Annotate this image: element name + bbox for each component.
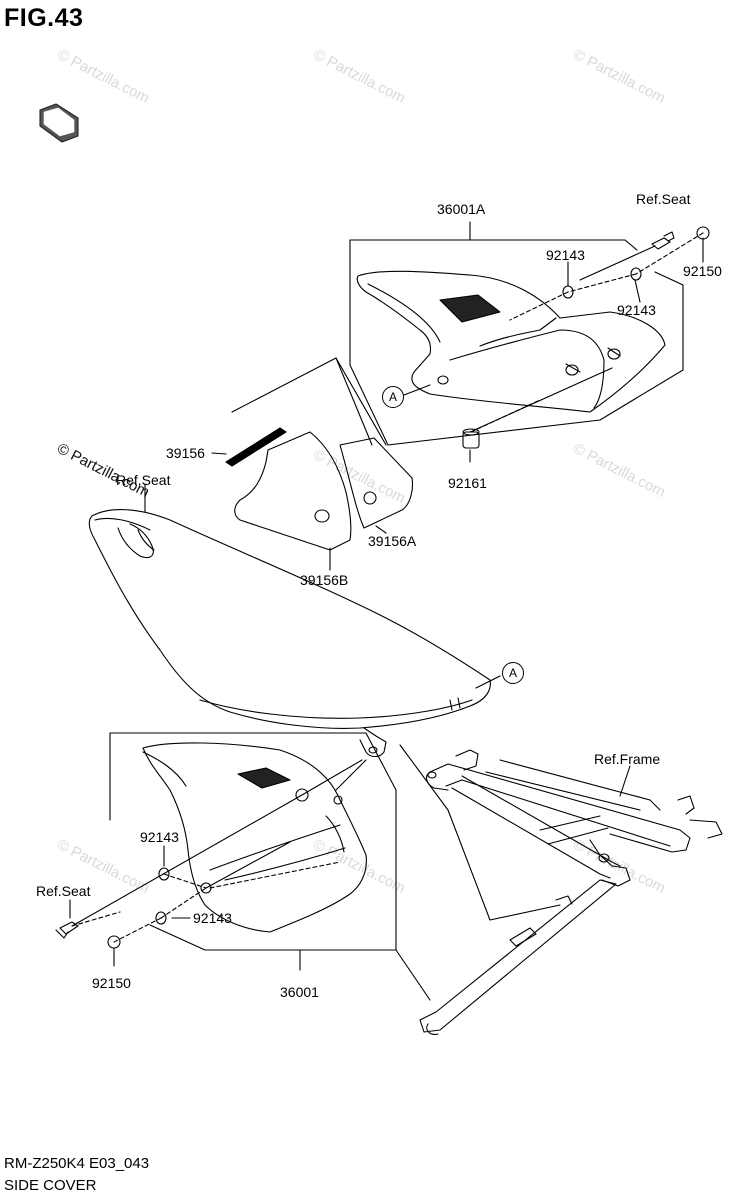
heat-shield-39156B	[234, 431, 352, 551]
heat-shield-39156A	[339, 437, 414, 529]
label-ref-frame: Ref.Frame	[594, 751, 661, 767]
side-cover-36001	[142, 742, 367, 933]
footer-diagram-code: RM-Z250K4 E03_043	[4, 1155, 150, 1172]
label-92150-b: 92150	[92, 975, 131, 991]
bolt-ref-seat-top	[651, 231, 675, 250]
washer-92143-d	[155, 911, 167, 925]
washer-92143-b	[630, 267, 642, 281]
label-92143-d: 92143	[193, 910, 232, 926]
rear-frame-ref	[419, 749, 723, 1035]
label-39156B: 39156B	[300, 572, 349, 588]
seat-ref	[88, 509, 491, 758]
reference-marker-a: A	[502, 662, 524, 684]
label-92143-c: 92143	[140, 829, 179, 845]
callout-bracket-36001A	[349, 239, 684, 446]
side-cover-36001A	[356, 270, 666, 413]
label-ref-seat-bottom: Ref.Seat	[36, 883, 91, 899]
label-92143-b: 92143	[617, 302, 656, 318]
label-36001A: 36001A	[437, 201, 486, 217]
label-92161: 92161	[448, 475, 487, 491]
bolt-ref-seat-bottom	[55, 921, 79, 939]
washer-92143-c	[158, 867, 170, 881]
reference-marker-a: A	[382, 386, 404, 408]
label-36001: 36001	[280, 984, 319, 1000]
label-92150-a: 92150	[683, 263, 722, 279]
fwd-arrow-icon	[39, 103, 79, 143]
label-92143-a: 92143	[546, 247, 585, 263]
label-ref-seat-top: Ref.Seat	[636, 191, 691, 207]
heat-shield-39156	[225, 427, 287, 467]
callout-bracket-36001	[109, 732, 397, 951]
label-39156A: 39156A	[368, 533, 417, 549]
figure-title: FIG.43	[4, 4, 84, 32]
footer-diagram-name: SIDE COVER	[4, 1177, 97, 1194]
label-39156: 39156	[166, 445, 205, 461]
label-ref-seat-mid: Ref.Seat	[116, 472, 171, 488]
